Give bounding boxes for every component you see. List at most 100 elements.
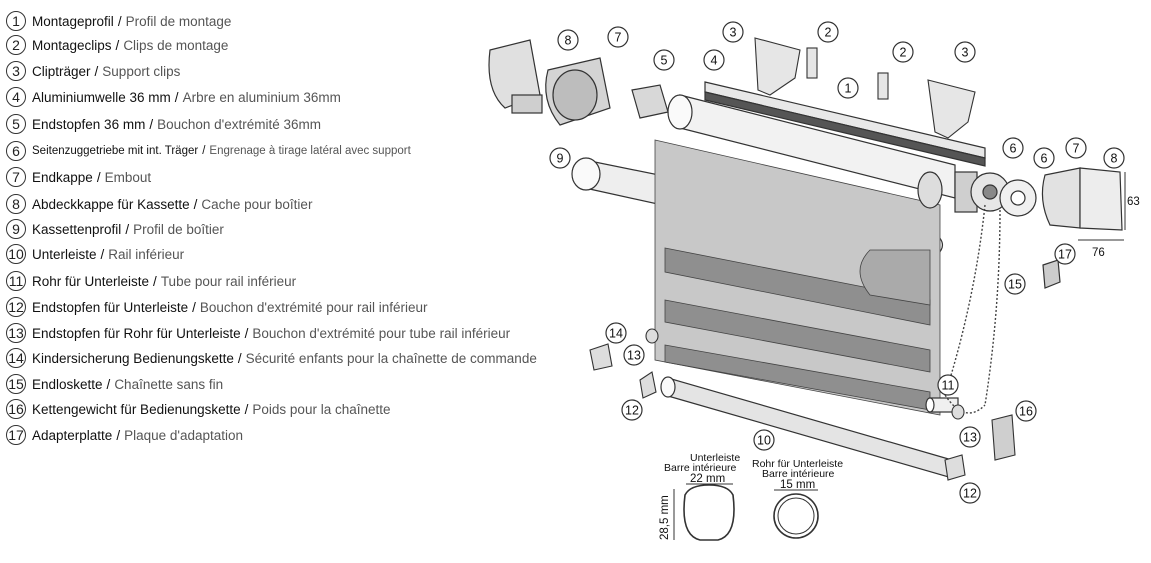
unterleiste-height: 28,5 mm (659, 495, 671, 540)
callout-4: 4 (703, 49, 725, 71)
legend-separator: / (116, 427, 121, 443)
legend-german: Adapterplatte (32, 427, 113, 443)
legend-german: Kassettenprofil (32, 221, 122, 237)
legend-french: Chaînette sans fin (114, 376, 224, 392)
legend-number: 14 (6, 348, 26, 368)
legend-french: Bouchon d'extrémité pour rail inférieur (199, 299, 428, 315)
legend-french: Embout (104, 169, 152, 185)
legend-number: 12 (6, 297, 26, 317)
legend-number: 6 (6, 141, 26, 161)
legend-french: Sécurité enfants pour la chaînette de co… (245, 350, 537, 366)
right-end-parts (917, 167, 1123, 289)
svg-text:16: 16 (1019, 405, 1033, 419)
callout-7: 7 (1065, 137, 1087, 159)
aluminium-shaft (667, 94, 956, 199)
legend-separator: / (244, 325, 249, 341)
clip-holders (754, 37, 976, 139)
endless-chain (944, 204, 1001, 414)
small-parts (589, 328, 1016, 481)
callout-14: 14 (605, 322, 627, 344)
legend-french: Poids pour la chaînette (252, 401, 391, 417)
legend-number: 15 (6, 374, 26, 394)
callout-12: 12 (621, 399, 643, 421)
legend-french: Rail inférieur (108, 246, 185, 262)
callout-5: 5 (653, 49, 675, 71)
callout-15: 15 (1004, 273, 1026, 295)
svg-text:17: 17 (1058, 248, 1072, 262)
svg-text:6: 6 (1041, 152, 1048, 166)
legend-separator: / (94, 63, 99, 79)
legend-separator: / (192, 299, 196, 315)
legend-german: Rohr für Unterleiste (32, 273, 150, 289)
svg-text:9: 9 (557, 152, 564, 166)
legend-german: Endkappe (32, 169, 93, 185)
legend-german: Endloskette (32, 376, 103, 392)
dimension-height-label: 63 (1127, 196, 1140, 208)
rohr-subtitle: Barre intérieure (762, 468, 835, 480)
tube-section (773, 489, 819, 539)
legend-separator: / (174, 89, 179, 105)
svg-text:10: 10 (757, 434, 771, 448)
callout-8: 8 (1103, 147, 1125, 169)
callout-2: 2 (817, 21, 839, 43)
svg-text:4: 4 (711, 54, 718, 68)
legend-french: Profil de boîtier (133, 221, 224, 237)
legend-french: Tube pour rail inférieur (160, 273, 297, 289)
legend-separator: / (149, 116, 154, 132)
callout-7: 7 (607, 26, 629, 48)
legend-french: Plaque d'adaptation (124, 427, 244, 443)
legend-number: 13 (6, 323, 26, 343)
legend-french: Bouchon d'extrémité pour tube rail infér… (252, 325, 511, 341)
legend-german: Endstopfen für Unterleiste (32, 299, 189, 315)
svg-text:15: 15 (1008, 278, 1022, 292)
legend-number: 3 (6, 61, 26, 81)
svg-text:6: 6 (1010, 142, 1017, 156)
callout-9: 9 (549, 147, 571, 169)
legend-separator: / (106, 376, 111, 392)
legend-german: Abdeckkappe für Kassette (32, 196, 190, 212)
legend-number: 10 (6, 244, 26, 264)
legend-number: 17 (6, 425, 26, 445)
callout-10: 10 (753, 429, 775, 451)
legend-row-15: 15 Endloskette/Chaînette sans fin (6, 373, 223, 395)
mounting-profile (704, 81, 986, 167)
legend-row-17: 17 Adapterplatte/Plaque d'adaptation (6, 424, 243, 446)
svg-text:3: 3 (730, 26, 737, 40)
legend-number: 5 (6, 114, 26, 134)
legend-separator: / (96, 169, 101, 185)
svg-text:3: 3 (962, 46, 969, 60)
svg-text:14: 14 (609, 327, 623, 341)
callout-13: 13 (959, 426, 981, 448)
callout-3: 3 (954, 41, 976, 63)
legend-separator: / (100, 246, 105, 262)
legend-separator: / (125, 221, 130, 237)
svg-text:7: 7 (1073, 142, 1080, 156)
callout-12: 12 (959, 482, 981, 504)
svg-text:5: 5 (661, 54, 668, 68)
legend-separator: / (153, 273, 157, 289)
legend-number: 1 (6, 11, 26, 31)
legend-number: 2 (6, 35, 26, 55)
legend-german: Montageclips (32, 37, 112, 53)
legend-separator: / (117, 13, 122, 29)
cover-dimensions (1078, 172, 1126, 241)
callout-11: 11 (937, 374, 959, 396)
callout-8: 8 (557, 29, 579, 51)
dimension-width-label: 76 (1092, 247, 1105, 259)
svg-text:2: 2 (900, 46, 907, 60)
legend-german: Seitenzuggetriebe mit int. Träger (32, 145, 199, 157)
callout-6: 6 (1033, 147, 1055, 169)
svg-text:2: 2 (825, 26, 832, 40)
callout-1: 1 (837, 77, 859, 99)
legend-separator: / (193, 196, 198, 212)
legend-french: Support clips (102, 63, 181, 79)
legend-french: Arbre en aluminium 36mm (182, 89, 341, 105)
